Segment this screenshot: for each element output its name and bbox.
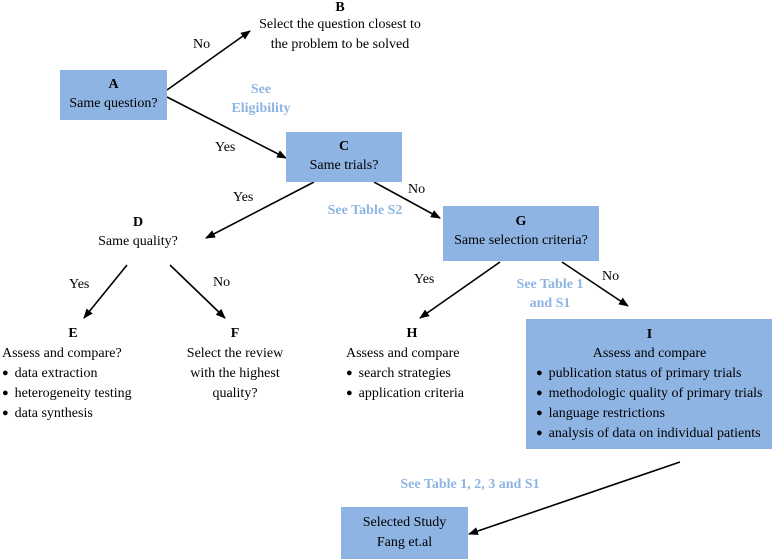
node-d-letter: D xyxy=(132,215,144,230)
node-h-letter: H xyxy=(406,326,418,341)
arrow-g-to-h xyxy=(419,261,501,319)
edge-label-d-e: Yes xyxy=(69,277,90,292)
arrow-c-to-d xyxy=(205,181,315,239)
node-f-line-3: quality? xyxy=(212,386,258,401)
node-e-bullets: data extraction heterogeneity testing da… xyxy=(2,364,132,424)
node-c-letter: C xyxy=(338,139,350,154)
node-g-letter: G xyxy=(515,214,527,229)
node-i-bullet-2: methodologic quality of primary trials xyxy=(536,384,763,404)
edge-label-g-h: Yes xyxy=(414,272,435,287)
note-see-table-1-s1-line-2: and S1 xyxy=(529,296,571,311)
box-selected-study xyxy=(341,507,468,559)
node-a-letter: A xyxy=(108,77,119,92)
node-c-text: Same trials? xyxy=(309,158,379,173)
edge-label-c-g: No xyxy=(408,182,426,197)
node-b-letter: B xyxy=(335,0,345,15)
node-i-bullet-3: language restrictions xyxy=(536,404,763,424)
node-i-bullet-1: publication status of primary trials xyxy=(536,364,763,384)
node-h-bullets: search strategies application criteria xyxy=(346,364,464,404)
node-h-bullet-2: application criteria xyxy=(346,384,464,404)
node-b-line-2: the problem to be solved xyxy=(270,37,410,52)
arrow-a-to-c xyxy=(166,96,287,159)
arrow-i-to-selected xyxy=(468,461,681,535)
selected-study-line-1: Selected Study xyxy=(362,515,447,530)
node-e-bullet-3: data synthesis xyxy=(2,404,132,424)
edge-label-a-b: No xyxy=(193,37,211,52)
node-i-bullet-4: analysis of data on individual patients xyxy=(536,424,763,444)
node-i-bullets: publication status of primary trials met… xyxy=(536,364,763,444)
selected-study-line-2: Fang et.al xyxy=(376,535,433,550)
node-e-text: Assess and compare? xyxy=(2,346,122,361)
edge-label-a-c: Yes xyxy=(215,140,236,155)
node-f-letter: F xyxy=(230,326,240,341)
arrow-d-to-e xyxy=(83,264,128,319)
edge-label-g-i: No xyxy=(602,269,620,284)
box-c xyxy=(286,132,402,182)
box-a xyxy=(60,70,167,120)
node-f-line-1: Select the review xyxy=(186,346,284,361)
node-h-text: Assess and compare xyxy=(346,346,460,361)
arrow-c-to-g xyxy=(373,181,441,219)
arrow-d-to-f xyxy=(169,264,226,319)
node-e-bullet-1: data extraction xyxy=(2,364,132,384)
node-a-text: Same question? xyxy=(69,96,158,111)
node-b-line-1: Select the question closest to xyxy=(259,17,421,32)
note-see-eligibility-line-2: Eligibility xyxy=(231,101,291,116)
arrow-g-to-i xyxy=(561,261,629,307)
node-f-line-2: with the highest xyxy=(190,366,280,381)
arrow-a-to-b xyxy=(166,30,251,91)
box-g xyxy=(443,206,599,261)
note-see-table-1-2-3-s1: See Table 1, 2, 3 and S1 xyxy=(400,477,540,492)
node-e-bullet-2: heterogeneity testing xyxy=(2,384,132,404)
note-see-eligibility-line-1: See xyxy=(250,82,272,97)
node-e-letter: E xyxy=(68,326,78,341)
node-i-letter: I xyxy=(646,327,653,342)
edge-label-c-d: Yes xyxy=(233,190,254,205)
node-h-bullet-1: search strategies xyxy=(346,364,464,384)
note-see-table-s2: See Table S2 xyxy=(327,203,403,218)
note-see-table-1-s1-line-1: See Table 1 xyxy=(516,277,584,292)
edge-label-d-f: No xyxy=(213,275,231,290)
node-d-text: Same quality? xyxy=(98,234,178,249)
node-g-text: Same selection criteria? xyxy=(454,233,588,248)
node-i-text: Assess and compare xyxy=(592,346,707,361)
